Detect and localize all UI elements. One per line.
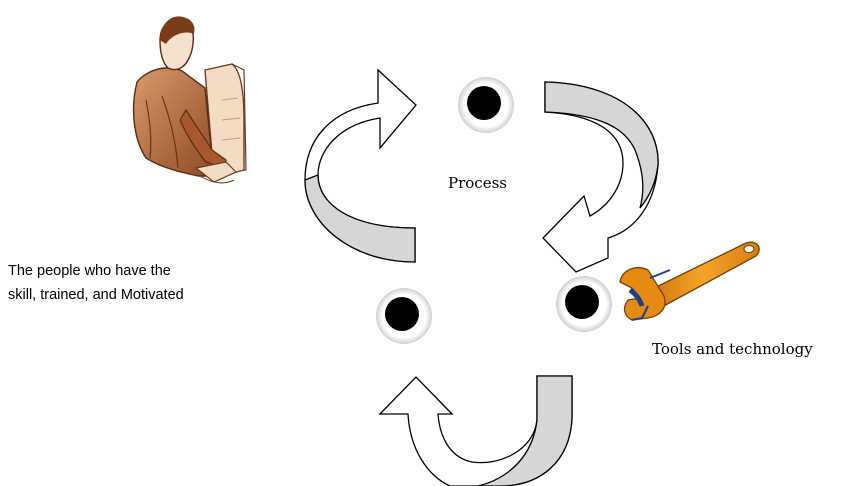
- adjustable-wrench-icon: [619, 241, 760, 321]
- people-label-line-1: The people who have the: [8, 263, 171, 279]
- people-node: [376, 288, 432, 344]
- people-label: The people who have the skill, trained, …: [8, 259, 288, 307]
- bottom-cycle-arrow: [378, 375, 573, 486]
- tools-label: Tools and technology: [652, 340, 813, 358]
- left-cycle-arrow: [304, 68, 417, 263]
- right-cycle-arrow: [542, 81, 659, 273]
- process-node: [458, 77, 514, 133]
- people-label-line-2: skill, trained, and Motivated: [8, 287, 184, 303]
- person-at-computer-icon: [132, 16, 247, 184]
- technology-node: [556, 276, 612, 332]
- process-label: Process: [448, 174, 507, 192]
